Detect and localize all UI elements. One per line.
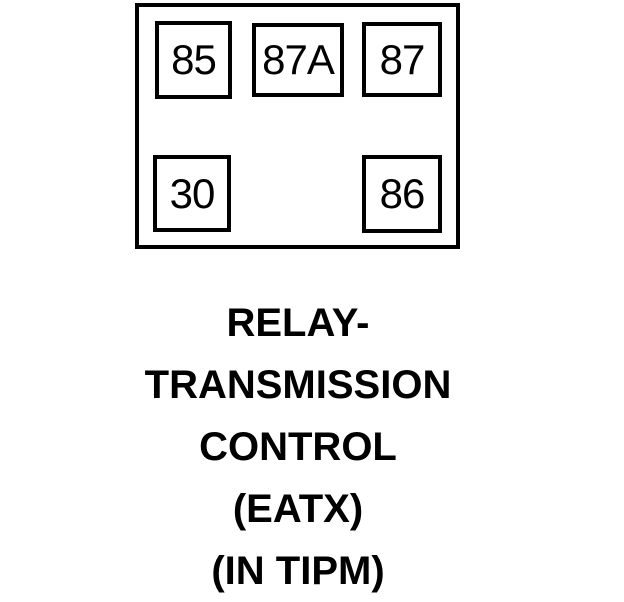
caption-line-5: (IN TIPM): [211, 549, 385, 593]
terminal-87: 87: [362, 22, 442, 97]
caption-line-4: (EATX): [232, 487, 364, 531]
terminal-30: 30: [153, 155, 231, 232]
terminal-30-label: 30: [169, 169, 216, 217]
terminal-85: 85: [155, 21, 232, 99]
caption-line-2: TRANSMISSION: [144, 363, 452, 407]
relay-caption: RELAY- TRANSMISSION CONTROL (EATX) (IN T…: [0, 292, 596, 602]
caption-line-3: CONTROL: [199, 425, 397, 469]
relay-body-outline: 85 87A 87 30 86: [135, 3, 460, 249]
terminal-87a-label: 87A: [262, 36, 335, 83]
terminal-86: 86: [362, 155, 442, 233]
terminal-85-label: 85: [171, 36, 217, 83]
caption-line-1: RELAY-: [226, 301, 370, 345]
terminal-86-label: 86: [379, 170, 426, 217]
terminal-87-label: 87: [379, 35, 426, 83]
terminal-87a: 87A: [252, 23, 344, 97]
